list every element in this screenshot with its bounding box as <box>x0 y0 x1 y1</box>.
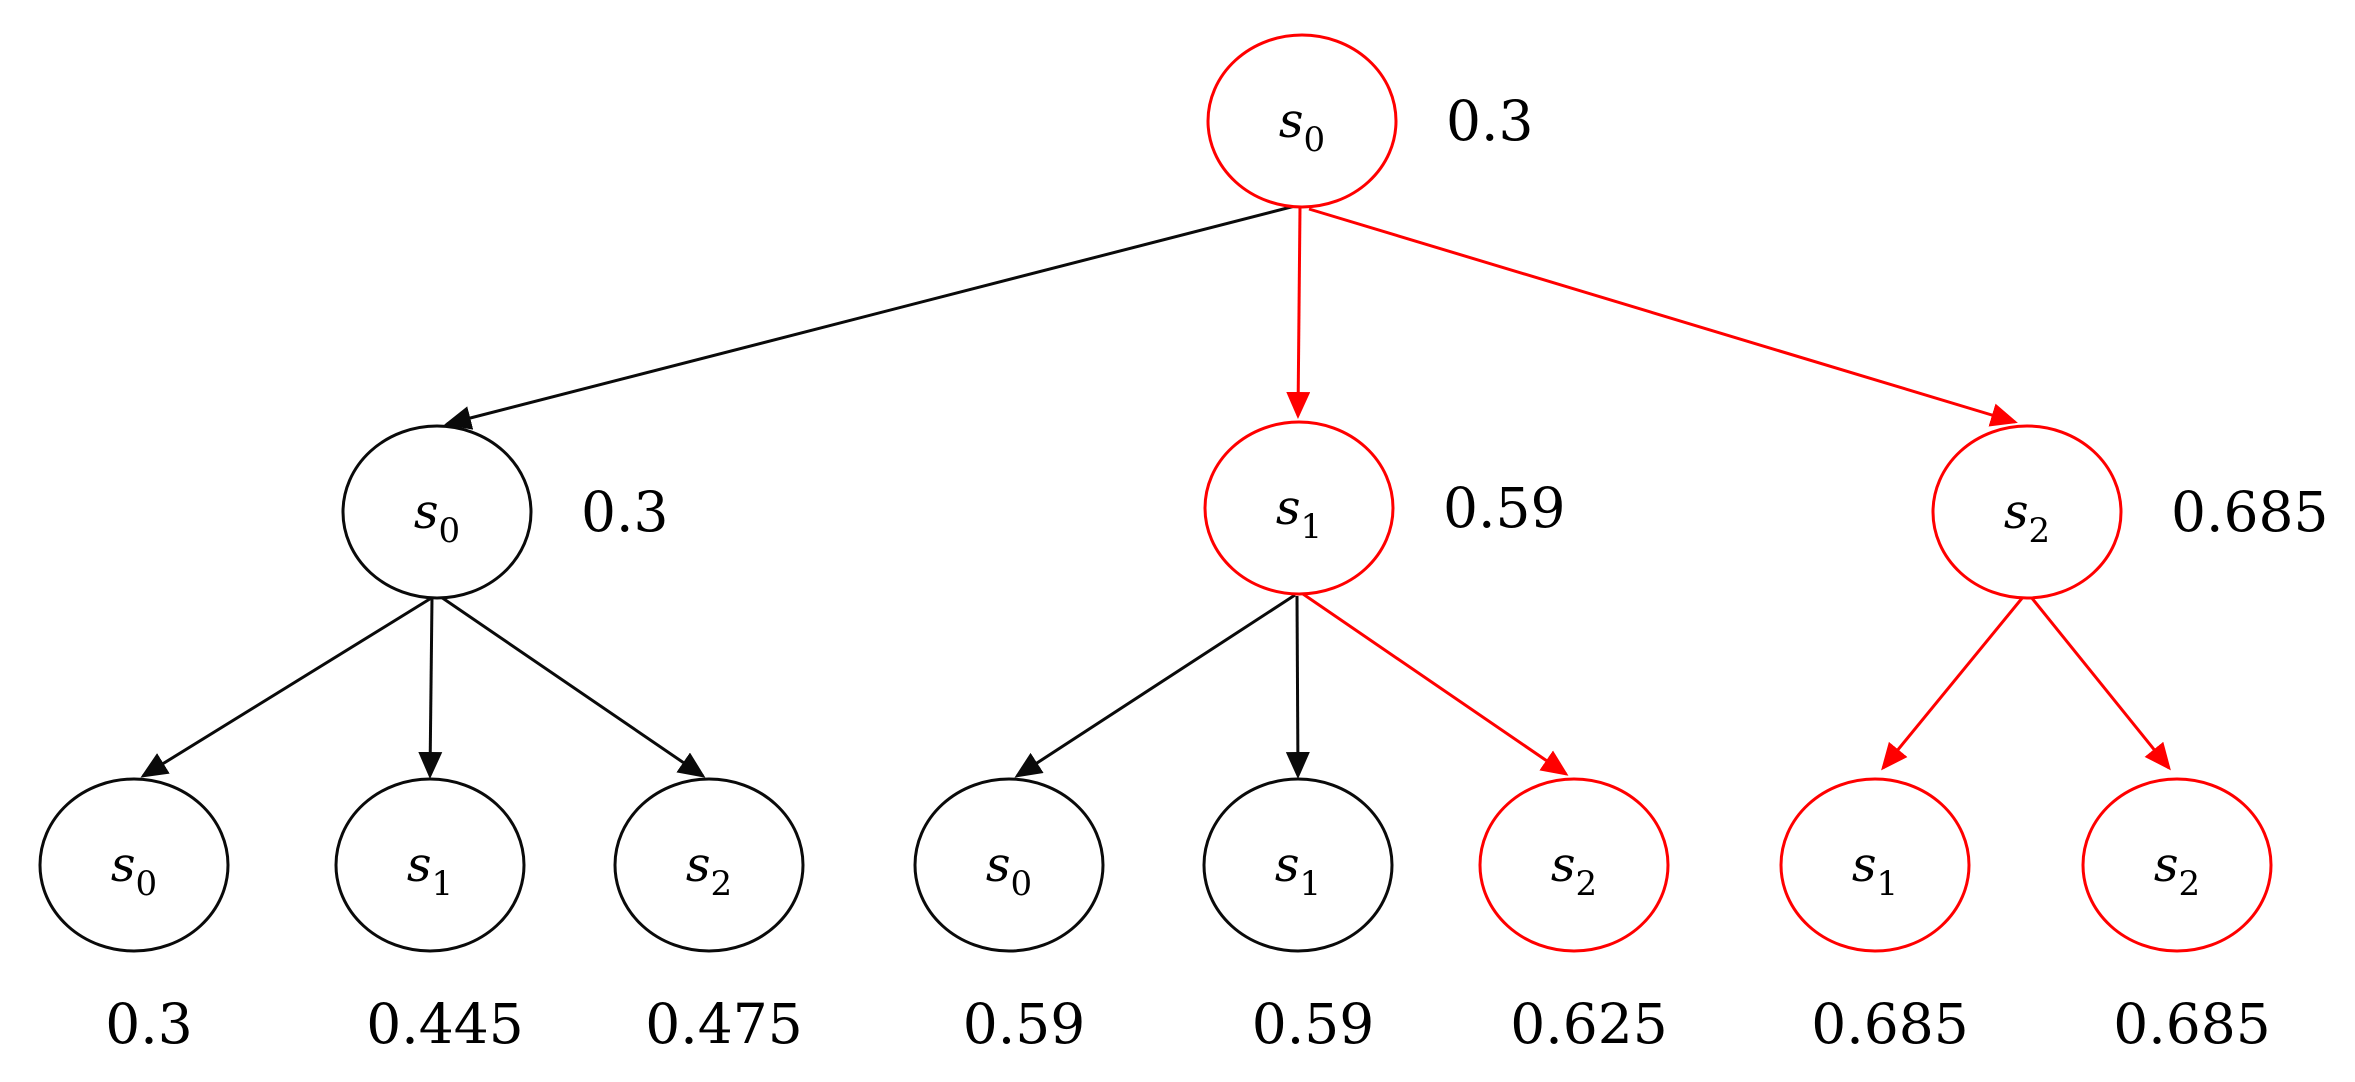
state-circle-s1 <box>1203 420 1395 596</box>
value-label: 0.59 <box>1252 992 1374 1056</box>
state-circle-s0 <box>341 424 533 600</box>
edge-n2-to-l5 <box>1285 595 1310 779</box>
state-circle-s2 <box>2081 777 2273 953</box>
state-node-l4: s0 0.59 <box>913 777 1105 1056</box>
edge-n2-to-l4 <box>1014 593 1296 778</box>
value-label: 0.685 <box>2171 480 2328 544</box>
value-label: 0.3 <box>581 480 668 544</box>
edges-layer <box>140 204 2171 779</box>
edge-root-to-n3 <box>1308 207 2018 427</box>
value-label: 0.59 <box>1443 476 1565 540</box>
state-circle-s1 <box>1202 777 1394 953</box>
state-label-s1: s1 <box>407 837 453 904</box>
state-circle-s2 <box>1931 424 2123 600</box>
state-label-s2: s2 <box>2004 484 2050 551</box>
state-node-l6: s2 0.625 <box>1478 777 1670 1056</box>
state-node-l8: s2 0.685 <box>2081 777 2273 1056</box>
edge-n1-to-l1 <box>140 595 434 778</box>
value-label: 0.685 <box>2113 992 2270 1056</box>
state-node-l1: s0 0.3 <box>38 777 230 1056</box>
state-circle-s2 <box>613 777 805 953</box>
state-label-s0: s0 <box>1279 93 1325 160</box>
edge-n3-to-l7 <box>1881 596 2025 771</box>
state-label-s0: s0 <box>986 837 1032 904</box>
edge-n1-to-l3 <box>440 595 706 778</box>
state-label-s2: s2 <box>1551 837 1597 904</box>
edge-root-to-n1 <box>444 204 1296 430</box>
edge-n2-to-l6 <box>1302 592 1569 776</box>
state-node-l2: s1 0.445 <box>334 777 526 1056</box>
state-circle-s0 <box>1206 33 1398 209</box>
state-circle-s2 <box>1478 777 1670 953</box>
state-node-l5: s1 0.59 <box>1202 777 1394 1056</box>
state-node-root: s0 0.3 <box>1206 33 1533 209</box>
state-node-n2: s1 0.59 <box>1203 420 1565 596</box>
value-label: 0.625 <box>1510 992 1667 1056</box>
state-node-l7: s1 0.685 <box>1779 777 1971 1056</box>
state-circle-s0 <box>38 777 230 953</box>
state-circle-s0 <box>913 777 1105 953</box>
value-label: 0.3 <box>105 992 192 1056</box>
value-label: 0.475 <box>645 992 802 1056</box>
state-label-s0: s0 <box>111 837 157 904</box>
state-label-s1: s1 <box>1852 837 1898 904</box>
state-label-s0: s0 <box>414 484 460 551</box>
value-label: 0.59 <box>963 992 1085 1056</box>
value-label: 0.3 <box>1446 89 1533 153</box>
value-label: 0.445 <box>366 992 523 1056</box>
state-node-l3: s2 0.475 <box>613 777 805 1056</box>
edge-root-to-n2 <box>1286 206 1311 419</box>
edge-n3-to-l8 <box>2029 596 2171 771</box>
value-label: 0.685 <box>1811 992 1968 1056</box>
state-circle-s1 <box>334 777 526 953</box>
edge-n1-to-l2 <box>418 597 443 779</box>
state-label-s1: s1 <box>1275 837 1321 904</box>
state-node-n1: s0 0.3 <box>341 424 668 600</box>
state-circle-s1 <box>1779 777 1971 953</box>
state-node-n3: s2 0.685 <box>1931 424 2328 600</box>
nodes-layer: s0 0.3 s0 0.3 s1 0.59 s2 0.685 s0 0.3 s1 0.445 s2 0.4… <box>38 33 2328 1056</box>
state-label-s2: s2 <box>2154 837 2200 904</box>
state-label-s1: s1 <box>1276 480 1322 547</box>
state-label-s2: s2 <box>686 837 732 904</box>
